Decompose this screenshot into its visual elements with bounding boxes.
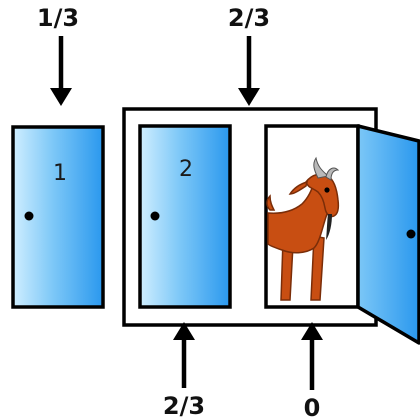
probability-label-top-left: 1/3 (37, 4, 79, 32)
door-2-number: 2 (179, 157, 193, 182)
door-1: 1 (11, 125, 105, 309)
probability-label-bottom-center: 2/3 (163, 392, 205, 419)
probability-label-top-center: 2/3 (228, 4, 270, 32)
up-arrow-icon (301, 322, 323, 390)
down-arrow-icon (238, 36, 260, 106)
door-3-open (356, 124, 420, 345)
door-2-knob (150, 211, 160, 221)
door-2: 2 (138, 124, 232, 309)
goat-icon (266, 156, 340, 301)
probability-label-bottom-right: 0 (304, 394, 321, 419)
up-arrow-icon (173, 322, 195, 388)
door-1-number: 1 (53, 161, 67, 186)
down-arrow-icon (50, 36, 72, 106)
door-3-knob (406, 229, 416, 239)
door-1-knob (24, 211, 34, 221)
